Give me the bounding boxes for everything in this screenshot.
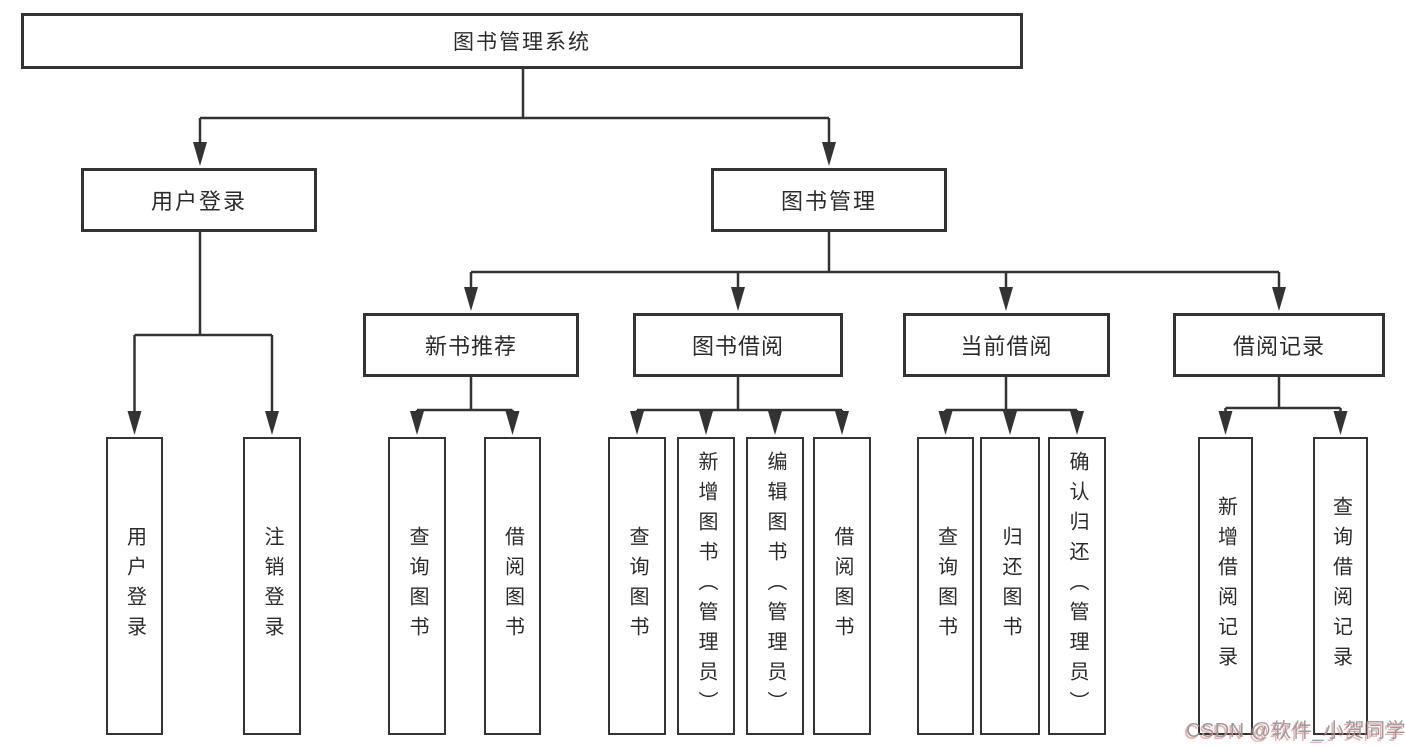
node-label: 查询图书: [406, 526, 428, 646]
node-label: 注销登录: [261, 526, 283, 646]
node-label: 图书管理: [780, 189, 877, 214]
leaf-query-book-1: 查询图书: [388, 437, 446, 735]
leaf-logout: 注销登录: [243, 437, 301, 735]
node-label: 图书管理系统: [453, 31, 591, 54]
node-label: 编辑图书（管理员）: [764, 451, 786, 721]
node-user-login: 用户登录: [81, 168, 317, 232]
connector-borrowing-to-leaves: [635, 377, 844, 428]
leaf-borrow-book-2: 借阅图书: [813, 437, 871, 735]
node-label: 用户登录: [123, 526, 146, 646]
leaf-confirm-return-admin: 确认归还（管理员）: [1048, 437, 1106, 735]
csdn-watermark: CSDN @软件_小贺同学: [1186, 720, 1405, 742]
leaf-user-login: 用户登录: [106, 437, 163, 735]
node-label: 借阅图书: [831, 526, 853, 646]
leaf-query-book-2: 查询图书: [608, 437, 666, 735]
node-label: 查询图书: [626, 526, 648, 646]
node-label: 确认归还（管理员）: [1066, 451, 1088, 721]
connector-newbook-to-leaves: [415, 377, 514, 428]
node-label: 用户登录: [150, 189, 247, 214]
connector-records-to-leaves: [1224, 377, 1342, 428]
connector-bookmgmt-to-level3: [469, 232, 1281, 305]
connector-root-to-level2: [198, 69, 831, 160]
node-new-book-recommendation: 新书推荐: [363, 313, 579, 377]
node-book-management: 图书管理: [711, 168, 947, 232]
node-label: 查询图书: [934, 526, 957, 646]
node-label: 借阅记录: [1232, 334, 1325, 359]
leaf-query-book-3: 查询图书: [917, 437, 974, 735]
connector-userlogin-to-leaves: [133, 232, 274, 428]
leaf-borrow-book-1: 借阅图书: [484, 437, 541, 735]
node-label: 查询借阅记录: [1329, 496, 1352, 676]
node-label: 归还图书: [999, 526, 1021, 646]
node-book-borrowing: 图书借阅: [633, 313, 843, 377]
node-label: 图书借阅: [691, 334, 784, 359]
arrowheads: [127, 142, 1348, 435]
leaf-add-borrow-record: 新增借阅记录: [1198, 437, 1253, 735]
node-borrowing-records: 借阅记录: [1173, 313, 1385, 377]
node-label: 新书推荐: [424, 334, 517, 359]
leaf-query-borrow-record: 查询借阅记录: [1313, 437, 1368, 735]
leaf-edit-book-admin: 编辑图书（管理员）: [746, 437, 804, 735]
leaf-add-book-admin: 新增图书（管理员）: [677, 437, 735, 735]
node-label: 借阅图书: [501, 526, 524, 646]
node-label: 当前借阅: [960, 334, 1053, 359]
node-library-management-system: 图书管理系统: [21, 13, 1023, 69]
leaf-return-book: 归还图书: [980, 437, 1040, 735]
node-label: 新增图书（管理员）: [695, 451, 717, 721]
node-current-borrowing: 当前借阅: [903, 313, 1110, 377]
node-label: 新增借阅记录: [1214, 496, 1237, 676]
